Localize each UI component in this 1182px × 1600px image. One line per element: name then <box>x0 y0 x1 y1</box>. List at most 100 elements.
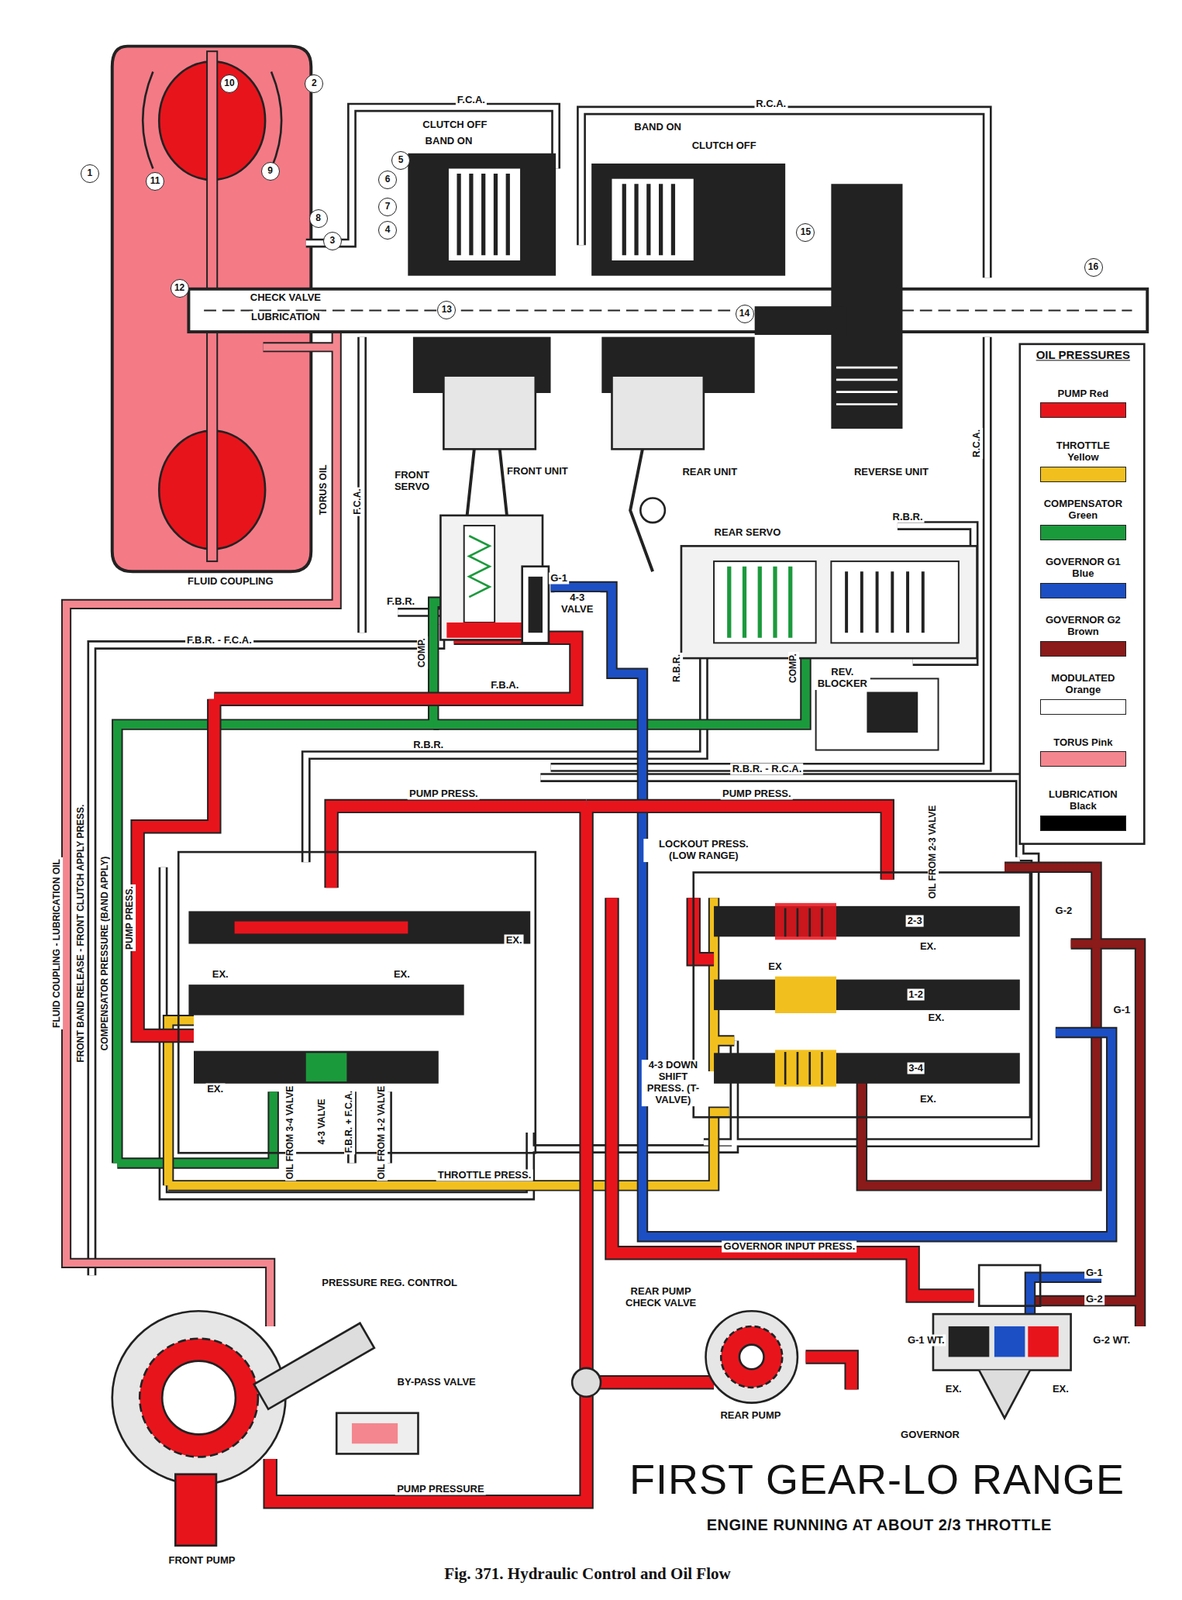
valve-bodies <box>234 921 409 934</box>
servos <box>681 545 978 659</box>
callout-number: 8 <box>309 209 328 228</box>
part-label: FRONT PUMP <box>167 1554 238 1567</box>
transmission-units <box>407 153 556 276</box>
transmission-units <box>611 375 703 450</box>
legend-swatch <box>1040 640 1127 657</box>
valve-bodies <box>693 871 1031 1117</box>
part-label: REAR PUMP <box>718 1409 783 1422</box>
part-label: R.B.R. <box>891 511 925 524</box>
transmission-units <box>448 168 521 261</box>
part-label: 1-2 <box>906 988 925 1000</box>
transmission-units <box>611 179 693 261</box>
pipes <box>91 107 1035 1276</box>
vertical-label: OIL FROM 3-4 VALVE <box>285 1083 297 1181</box>
part-label: R.C.A. <box>754 98 788 111</box>
part-label: EX <box>766 961 783 973</box>
part-label: LUBRICATION <box>249 311 322 324</box>
transmission-units <box>836 367 898 404</box>
servos <box>729 566 791 638</box>
part-label: F.B.R. - F.C.A. <box>185 634 254 647</box>
callout-number: 16 <box>1084 258 1103 277</box>
transmission-units <box>203 309 1132 311</box>
vertical-label: OIL FROM 1-2 VALVE <box>377 1083 389 1181</box>
part-label: R.B.R. - R.C.A. <box>730 763 804 776</box>
part-label: EX. <box>918 1093 938 1106</box>
part-label: PRESSURE REG. CONTROL <box>320 1277 459 1289</box>
vertical-label: PUMP PRESS. <box>125 884 137 952</box>
part-label: BY-PASS VALVE <box>396 1375 478 1388</box>
callout-number: 5 <box>391 151 411 170</box>
legend-label: LUBRICATION Black <box>1039 789 1127 813</box>
pumps-governor <box>1027 1326 1058 1357</box>
pumps-governor <box>254 1323 375 1410</box>
pumps-governor <box>112 1310 287 1485</box>
part-label: G-1 <box>548 572 569 585</box>
callout-number: 14 <box>735 304 755 324</box>
pumps-governor <box>978 1264 1041 1307</box>
vertical-label: COMP. <box>416 636 428 669</box>
vertical-label: F.B.R. + F.C.A. <box>344 1088 355 1155</box>
pumps-governor <box>994 1326 1025 1357</box>
vertical-label: FLUID COUPLING - LUBRICATION OIL <box>51 857 63 1030</box>
legend-swatch <box>1040 466 1127 483</box>
valve-bodies <box>785 907 822 937</box>
part-label: BAND ON <box>632 121 683 134</box>
pumps-governor <box>572 1368 601 1397</box>
valve-bodies <box>188 984 464 1015</box>
part-label: EX. <box>504 934 524 947</box>
callout-number: 2 <box>304 74 324 94</box>
pumps-governor <box>720 1326 783 1388</box>
legend-label: PUMP Red <box>1039 387 1127 400</box>
vertical-label: OIL FROM 2-3 VALVE <box>927 802 939 900</box>
callout-number: 6 <box>378 170 397 190</box>
callout-number: 12 <box>170 279 190 298</box>
part-label: F.B.A. <box>489 679 521 692</box>
part-label: R.B.R. <box>411 738 445 751</box>
valve-bodies <box>178 851 536 1153</box>
servos <box>440 515 977 751</box>
part-label: REAR PUMP CHECK VALVE <box>610 1285 711 1310</box>
part-label: GOVERNOR <box>899 1429 962 1441</box>
vertical-label: TORUS OIL <box>319 462 331 517</box>
figure-caption: Fig. 371. Hydraulic Control and Oil Flow <box>444 1564 731 1584</box>
callout-number: 9 <box>261 161 280 181</box>
pipes <box>66 296 338 1327</box>
transmission-units <box>640 498 666 524</box>
valve-bodies <box>785 1051 822 1085</box>
legend-label: THROTTLE Yellow <box>1039 440 1127 464</box>
valve-bodies <box>306 1052 348 1082</box>
part-label: BAND ON <box>423 134 475 147</box>
valve-bodies <box>178 851 1031 1153</box>
vertical-label: F.C.A. <box>352 487 364 517</box>
part-label: G-1 <box>1112 1003 1133 1016</box>
part-label: LOCKOUT PRESS. (LOW RANGE) <box>643 838 764 862</box>
legend-label: COMPENSATOR Green <box>1039 498 1127 522</box>
pumps-governor <box>139 1338 259 1458</box>
servos <box>468 535 490 597</box>
legend-swatch <box>1040 582 1127 599</box>
part-label: PUMP PRESSURE <box>395 1483 486 1496</box>
valve-bodies <box>713 906 1021 937</box>
part-label: EX. <box>926 1012 946 1024</box>
transmission-units <box>754 306 847 335</box>
legend-swatch <box>1040 699 1127 715</box>
valve-bodies <box>713 1052 1021 1083</box>
callout-number: 10 <box>220 74 239 94</box>
valve-bodies <box>713 979 1021 1010</box>
transmission-units <box>623 183 673 256</box>
legend-label: MODULATED Orange <box>1039 672 1127 697</box>
legend-swatch <box>1040 402 1127 418</box>
part-label: 4-3 DOWN SHIFT PRESS. (T-VALVE) <box>641 1059 704 1107</box>
transmission-units <box>188 289 1148 332</box>
servos <box>866 692 918 734</box>
pipes <box>168 897 735 1186</box>
part-label: REVERSE UNIT <box>852 466 931 479</box>
servos <box>830 561 959 643</box>
pumps-governor <box>351 1423 398 1444</box>
part-label: REAR UNIT <box>680 466 739 479</box>
valve-bodies <box>775 976 837 1014</box>
callout-number: 11 <box>145 172 165 191</box>
transmission-units <box>467 448 507 516</box>
valve-bodies <box>775 1049 837 1086</box>
